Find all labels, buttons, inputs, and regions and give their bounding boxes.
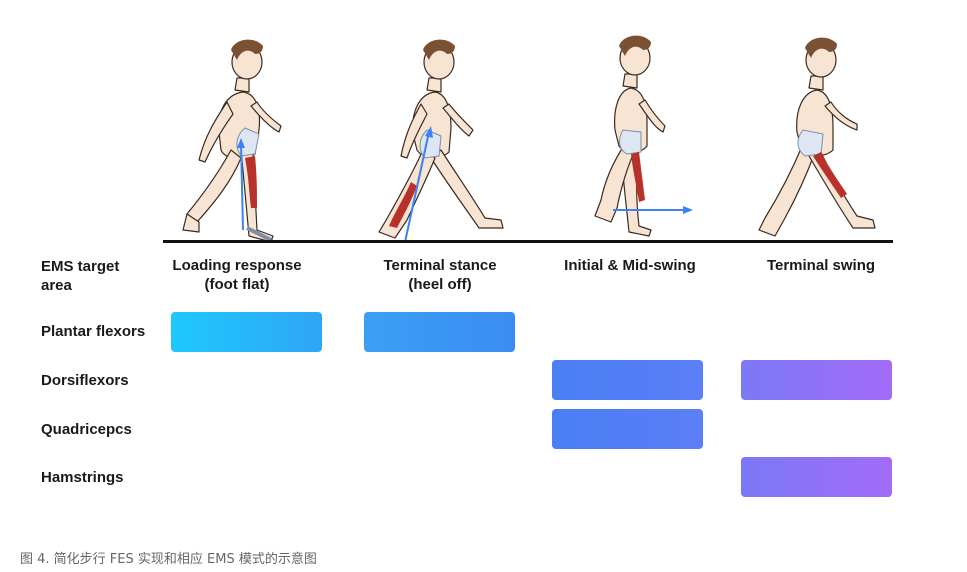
activation-bar-quadriceps-mid-swing: [552, 409, 703, 449]
ems-target-area-label: EMS target area: [41, 257, 119, 295]
phase-title-line: Terminal swing: [766, 257, 876, 274]
activation-bar-plantar-flexors-terminal-stance: [364, 312, 515, 352]
phase-title-line: Initial & Mid-swing: [564, 257, 696, 274]
phase-title-line: (heel off): [408, 276, 472, 293]
ems-target-label-line2: area: [41, 277, 72, 294]
walker-terminal-stance: [365, 32, 515, 244]
activation-bar-dorsiflexors-terminal-swing: [741, 360, 892, 400]
row-label-plantar-flexors: Plantar flexors: [41, 323, 146, 340]
phase-title-line: Loading response: [172, 257, 302, 274]
phase-title-terminal-stance: Terminal stance (heel off): [345, 256, 535, 294]
activation-bar-dorsiflexors-mid-swing: [552, 360, 703, 400]
phase-title-loading-response: Loading response (foot flat): [142, 256, 332, 294]
phase-title-initial-mid-swing: Initial & Mid-swing: [535, 256, 725, 275]
phase-title-line: (foot flat): [204, 276, 270, 293]
row-label-hamstrings: Hamstrings: [41, 469, 124, 486]
gait-ems-diagram: EMS target area Loading response (foot f…: [41, 32, 916, 497]
activation-bar-hamstrings-terminal-swing: [741, 457, 892, 497]
walker-loading-response: [175, 32, 325, 244]
ground-line: [163, 240, 893, 243]
walker-terminal-swing: [745, 32, 895, 244]
activation-bar-plantar-flexors-loading: [171, 312, 322, 352]
phase-title-line: Terminal stance: [383, 257, 497, 274]
ems-target-label-line1: EMS target: [41, 258, 120, 275]
row-label-dorsiflexors: Dorsiflexors: [41, 372, 129, 389]
phase-title-terminal-swing: Terminal swing: [726, 256, 916, 275]
row-label-quadriceps: Quadricepcs: [41, 421, 132, 438]
walker-mid-swing: [555, 32, 705, 244]
figure-caption: 图 4. 简化步行 FES 实现和相应 EMS 模式的示意图: [20, 552, 317, 567]
